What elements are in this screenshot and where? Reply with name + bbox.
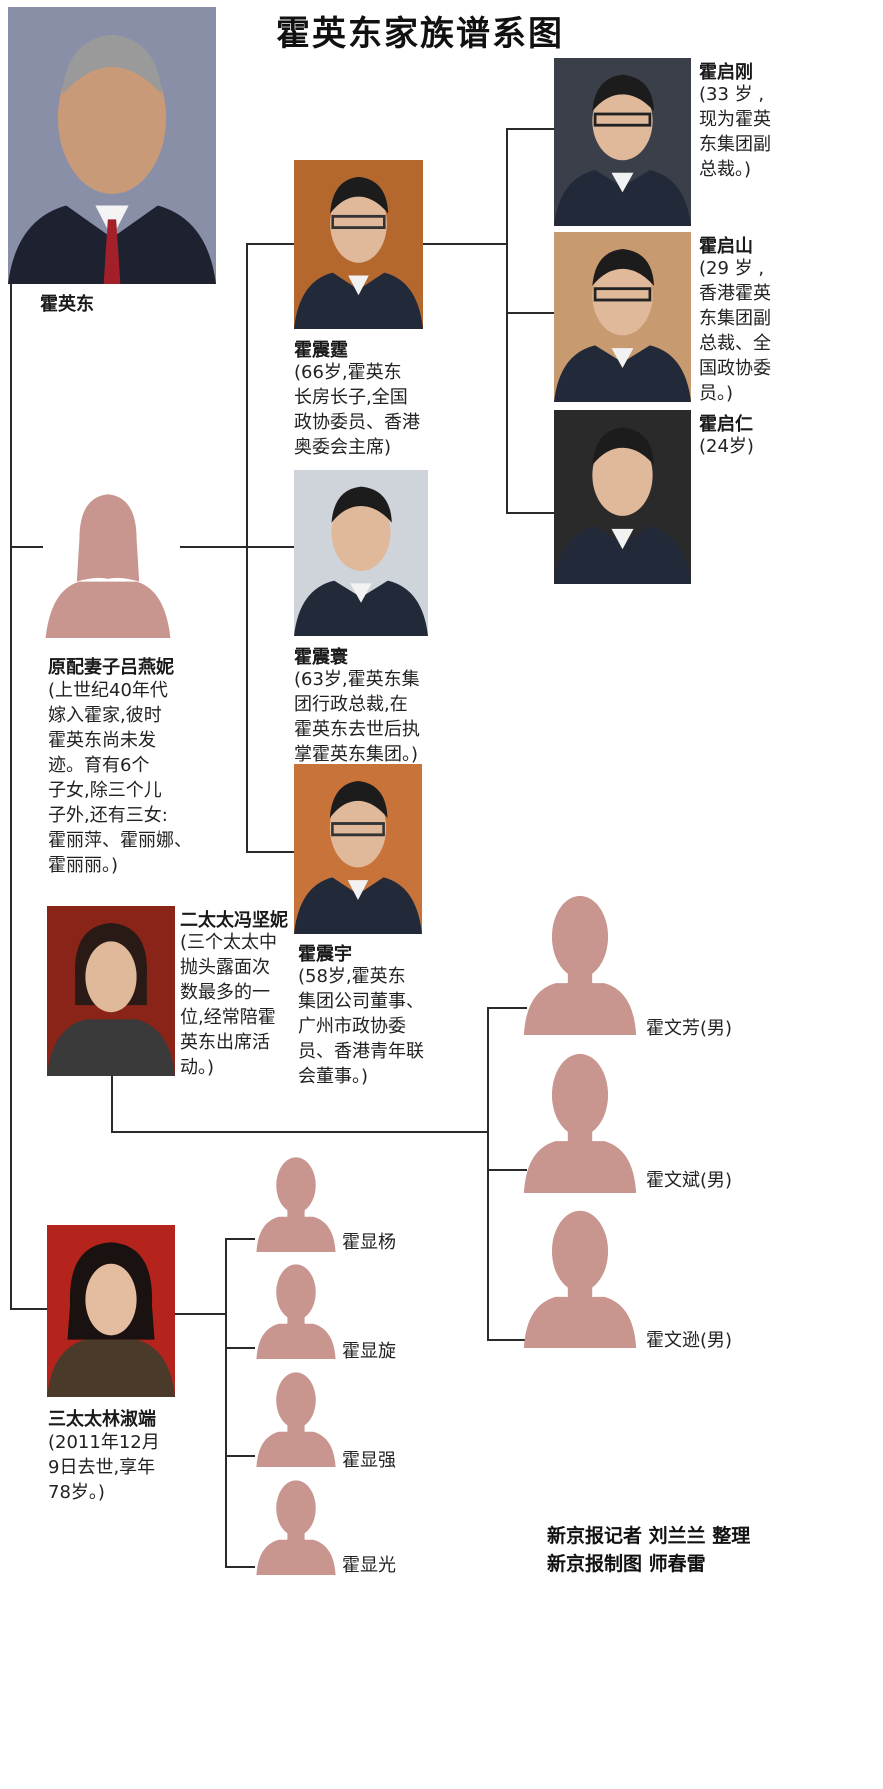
son2-description: (63岁,霍英东集团行政总裁,在霍英东去世后执掌霍英东集团。) (294, 669, 420, 765)
wife2-child-3-silhouette (519, 1200, 641, 1348)
wife2-child-3-name: 霍文逊(男) (646, 1330, 733, 1351)
wife3-child-3-silhouette (253, 1365, 339, 1467)
son3-name: 霍震宇 (298, 944, 352, 965)
grandson2-name: 霍启山 (699, 236, 753, 257)
wife3-child-4-name: 霍显光 (342, 1555, 396, 1576)
grandson2-description: (29 岁 ,香港霍英东集团副总裁、全国政协委员。) (699, 258, 771, 404)
wife1-description: (上世纪40年代嫁入霍家,彼时霍英东尚未发迹。育有6个子女,除三个儿子外,还有三… (48, 680, 192, 876)
son1-description: (66岁,霍英东长房长子,全国政协委员、香港奥委会主席) (294, 362, 420, 458)
wife2-child-1-name: 霍文芳(男) (646, 1018, 733, 1039)
grandson3-description: (24岁) (699, 436, 754, 457)
wife2-child-2-name: 霍文斌(男) (646, 1170, 733, 1191)
wife3-child-4-silhouette (253, 1473, 339, 1575)
grandson1-name: 霍启刚 (699, 62, 753, 83)
grandson1-photo (554, 58, 691, 226)
son3-photo (294, 764, 422, 934)
wife2-child-1-silhouette (519, 885, 641, 1035)
wife3-photo (47, 1225, 175, 1397)
son1-photo (294, 160, 423, 329)
credit-reporter: 新京报记者 刘兰兰 整理 (547, 1525, 751, 1547)
son2-photo (294, 470, 428, 636)
wife2-name: 二太太冯坚妮 (180, 910, 288, 931)
wife3-child-2-name: 霍显旋 (342, 1341, 396, 1362)
wife2-child-2-silhouette (519, 1043, 641, 1193)
wife3-child-1-silhouette (253, 1150, 339, 1252)
wife3-name: 三太太林淑端 (48, 1409, 156, 1430)
wife1-silhouette (43, 483, 173, 638)
grandson3-photo (554, 410, 691, 584)
son1-name: 霍震霆 (294, 340, 348, 361)
credit-graphics: 新京报制图 师春雷 (547, 1553, 706, 1575)
wife1-name: 原配妻子吕燕妮 (48, 657, 174, 678)
page-title: 霍英东家族谱系图 (276, 14, 564, 54)
grandson2-photo (554, 232, 691, 402)
patriarch-photo (8, 7, 216, 284)
wife2-description: (三个太太中抛头露面次数最多的一位,经常陪霍英东出席活动。) (180, 932, 278, 1078)
wife3-child-1-name: 霍显杨 (342, 1232, 396, 1253)
wife3-child-3-name: 霍显强 (342, 1450, 396, 1471)
grandson3-name: 霍启仁 (699, 414, 753, 435)
son2-name: 霍震寰 (294, 647, 348, 668)
son3-description: (58岁,霍英东集团公司董事、广州市政协委员、香港青年联会董事。) (298, 966, 424, 1087)
patriarch-name: 霍英东 (40, 294, 94, 315)
grandson1-description: (33 岁 ,现为霍英东集团副总裁。) (699, 84, 771, 180)
wife3-child-2-silhouette (253, 1257, 339, 1359)
wife2-photo (47, 906, 175, 1076)
